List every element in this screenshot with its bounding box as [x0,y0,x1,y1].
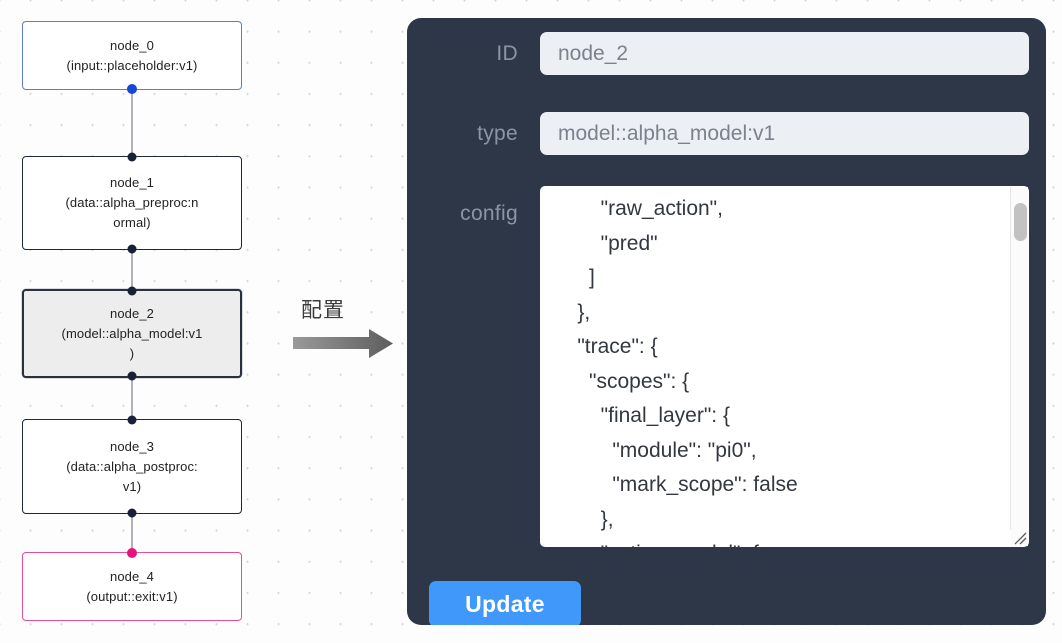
node-handle-source[interactable] [127,371,137,381]
node-label: node_3 (data::alpha_postproc: v1) [66,438,198,494]
node-handle-target[interactable] [127,152,137,162]
node-config-panel: ID type config "raw_action", "pred" ] },… [407,18,1046,625]
node-handle-source[interactable] [127,244,137,254]
field-row-config: config "raw_action", "pred" ] }, "trace"… [407,186,1046,547]
config-textarea[interactable]: "raw_action", "pred" ] }, "trace": { "sc… [540,186,1029,547]
config-scrollbar-thumb[interactable] [1014,203,1027,241]
node-label: node_2 (model::alpha_model:v1 ) [61,305,203,361]
config-resize-handle[interactable] [1011,529,1028,546]
annotation-config-arrow: 配置 [293,297,403,367]
right-arrow-icon [293,329,393,358]
id-input[interactable] [540,32,1029,75]
node-handle-source[interactable] [127,84,137,94]
field-row-type: type [407,112,1046,155]
field-row-id: ID [407,32,1046,75]
graph-node-node_1[interactable]: node_1 (data::alpha_preproc:n ormal) [22,152,242,254]
node-handle-target[interactable] [127,286,137,296]
annotation-label: 配置 [301,298,345,322]
node-handle-source[interactable] [127,508,137,518]
graph-node-node_0[interactable]: node_0 (input::placeholder:v1) [22,21,242,94]
type-field-label: type [477,121,518,145]
node-label: node_1 (data::alpha_preproc:n ormal) [65,175,199,230]
config-textarea-wrapper: "raw_action", "pred" ] }, "trace": { "sc… [540,186,1029,547]
config-scrollbar[interactable] [1010,187,1028,530]
update-button[interactable]: Update [429,581,581,625]
node-handle-target[interactable] [127,548,137,558]
node-label: node_0 (input::placeholder:v1) [66,37,198,73]
graph-node-node_3[interactable]: node_3 (data::alpha_postproc: v1) [22,415,242,518]
type-input[interactable] [540,112,1029,155]
config-field-label: config [460,202,518,225]
id-field-label: ID [496,41,518,65]
graph-node-node_2[interactable]: node_2 (model::alpha_model:v1 ) [22,286,242,381]
node-label: node_4 (output::exit:v1) [86,568,178,604]
graph-node-node_4[interactable]: node_4 (output::exit:v1) [22,548,242,621]
node-handle-target[interactable] [127,415,137,425]
